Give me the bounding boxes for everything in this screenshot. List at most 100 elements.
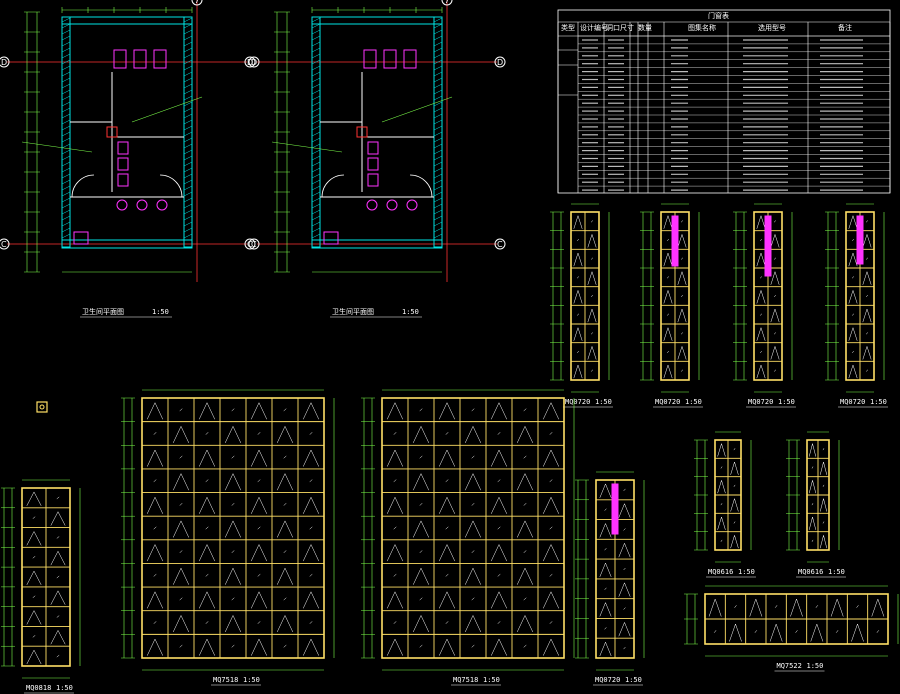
glass-mark xyxy=(599,641,612,657)
glass-mark xyxy=(770,345,780,360)
glass-mark xyxy=(717,516,726,530)
hatch-mark xyxy=(205,479,209,483)
glass-mark xyxy=(250,638,268,656)
wall-hatch xyxy=(433,185,443,191)
glass-mark xyxy=(26,649,42,665)
glass-mark xyxy=(677,345,687,360)
glass-mark xyxy=(302,543,320,562)
elevation-scale: 1:50 xyxy=(738,568,755,576)
hatch-mark xyxy=(179,502,183,506)
hatch-mark xyxy=(577,276,579,279)
hatch-mark xyxy=(822,448,825,451)
hatch-mark xyxy=(852,313,854,316)
wall-hatch xyxy=(311,95,321,101)
glass-mark xyxy=(542,402,560,420)
hatch-mark xyxy=(835,630,839,633)
glass-mark xyxy=(756,364,766,379)
glass-mark xyxy=(819,461,828,475)
wall-hatch xyxy=(183,77,193,83)
hatch-mark xyxy=(257,526,261,530)
glass-mark xyxy=(599,483,612,498)
wall-hatch xyxy=(311,35,321,41)
glass-mark xyxy=(146,638,164,656)
glass-mark xyxy=(808,443,817,457)
hatch-mark xyxy=(866,294,868,298)
glass-mark xyxy=(587,233,597,248)
wall-hatch xyxy=(61,83,71,89)
glass-mark xyxy=(276,614,294,633)
hatch-mark xyxy=(309,432,313,435)
hatch-mark xyxy=(283,550,287,554)
glass-mark xyxy=(302,591,320,609)
glass-mark xyxy=(490,638,508,656)
glass-mark xyxy=(542,543,560,562)
hatch-mark xyxy=(866,332,868,335)
hatch-mark xyxy=(231,550,235,554)
glass-mark xyxy=(587,270,597,285)
glass-mark xyxy=(618,503,631,518)
hatch-mark xyxy=(231,597,235,601)
wall-hatch xyxy=(311,83,321,89)
hatch-mark xyxy=(497,432,501,435)
wall-hatch xyxy=(433,149,443,155)
hatch-mark xyxy=(549,526,553,530)
urinal-fixture xyxy=(367,157,379,171)
hatch-mark xyxy=(667,238,669,242)
glass-mark xyxy=(464,473,482,491)
wall-hatch xyxy=(61,125,71,131)
wall-hatch xyxy=(61,155,71,161)
wall-hatch xyxy=(61,209,71,215)
hatch-mark xyxy=(309,479,313,483)
wall-hatch xyxy=(183,173,193,179)
wall-hatch xyxy=(183,53,193,59)
wall-hatch xyxy=(183,23,193,29)
hatch-mark xyxy=(549,621,553,624)
glass-mark xyxy=(542,496,560,514)
toilet-fixture xyxy=(383,49,397,69)
glass-mark xyxy=(573,214,583,229)
elevation-code: MQ7518 xyxy=(213,676,238,684)
elevation-scale: 1:50 xyxy=(56,684,73,692)
sink-fixture xyxy=(136,199,148,211)
hatch-mark xyxy=(497,479,501,483)
hatch-mark xyxy=(283,408,287,412)
hatch-mark xyxy=(56,496,60,500)
hatch-mark xyxy=(179,550,183,554)
hatch-mark xyxy=(591,257,593,260)
door-swing xyxy=(159,174,183,198)
glass-mark xyxy=(198,449,216,467)
mop-sink xyxy=(73,231,89,245)
glass-mark xyxy=(862,270,872,285)
wall-hatch xyxy=(61,197,71,203)
wall-hatch xyxy=(311,89,321,95)
glass-mark xyxy=(224,473,242,491)
hatch-mark xyxy=(876,630,880,633)
glass-mark xyxy=(386,543,404,562)
glass-mark xyxy=(663,214,673,229)
wall-hatch xyxy=(61,59,71,65)
glass-mark xyxy=(663,289,673,304)
wall-hatch xyxy=(433,59,443,65)
hatch-mark xyxy=(205,432,209,435)
hatch-mark xyxy=(774,220,776,223)
wall-hatch xyxy=(61,233,71,239)
wall-hatch xyxy=(183,47,193,53)
wall-hatch xyxy=(433,77,443,83)
glass-mark xyxy=(250,402,268,420)
wall-hatch xyxy=(311,77,321,83)
hatch-mark xyxy=(720,539,723,542)
hatch-mark xyxy=(549,573,553,577)
schedule-header-2: 洞口尺寸 xyxy=(606,23,634,32)
wall-hatch xyxy=(61,113,71,119)
wall-hatch xyxy=(311,29,321,35)
wall-hatch xyxy=(61,107,71,113)
glass-mark xyxy=(848,326,858,341)
glass-mark xyxy=(26,491,42,506)
glass-mark xyxy=(386,496,404,514)
hatch-mark xyxy=(523,597,527,601)
axis-bubble xyxy=(441,0,453,6)
hatch-mark xyxy=(393,479,397,483)
